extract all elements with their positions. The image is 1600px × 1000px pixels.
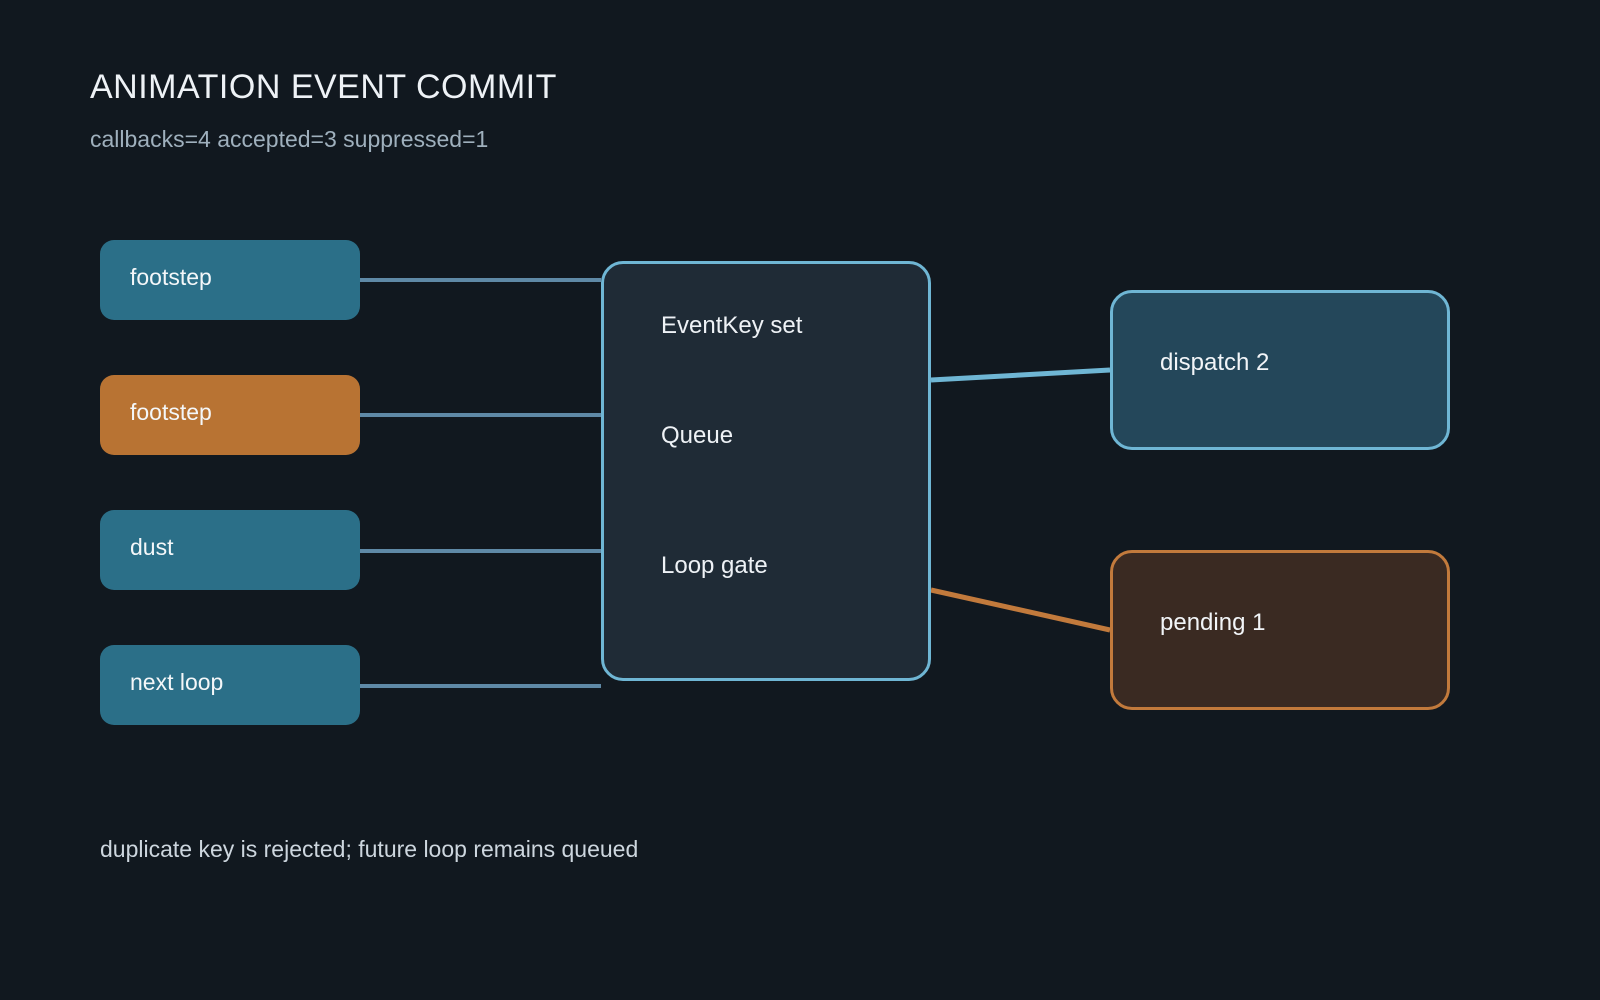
input-node-dust: dust <box>100 510 360 590</box>
input-node-next-loop: next loop <box>100 645 360 725</box>
diagram-title: ANIMATION EVENT COMMIT <box>90 68 557 106</box>
hub-label-queue: Queue <box>661 422 734 449</box>
diagram-subtitle: callbacks=4 accepted=3 suppressed=1 <box>90 126 489 152</box>
input-node-footstep: footstep <box>100 240 360 320</box>
output-node-dispatch: dispatch 2 <box>1110 290 1450 450</box>
output-node-pending: pending 1 <box>1110 550 1450 710</box>
hub-label-loop-gate: Loop gate <box>661 552 768 579</box>
input-node-footstep-suppressed: footstep <box>100 375 360 455</box>
diagram-footnote: duplicate key is rejected; future loop r… <box>100 836 639 862</box>
output-label-pending: pending 1 <box>1160 609 1266 636</box>
input-node-label: next loop <box>130 669 224 695</box>
output-label-dispatch: dispatch 2 <box>1160 349 1270 376</box>
connector-pending <box>930 587 1111 633</box>
input-node-label: footstep <box>130 399 212 425</box>
connector-dispatch <box>930 367 1111 383</box>
input-node-label: footstep <box>130 264 212 290</box>
hub-label-eventkey-set: EventKey set <box>661 312 803 339</box>
event-hub: EventKey set Queue Loop gate <box>601 261 931 681</box>
input-node-label: dust <box>130 534 174 560</box>
